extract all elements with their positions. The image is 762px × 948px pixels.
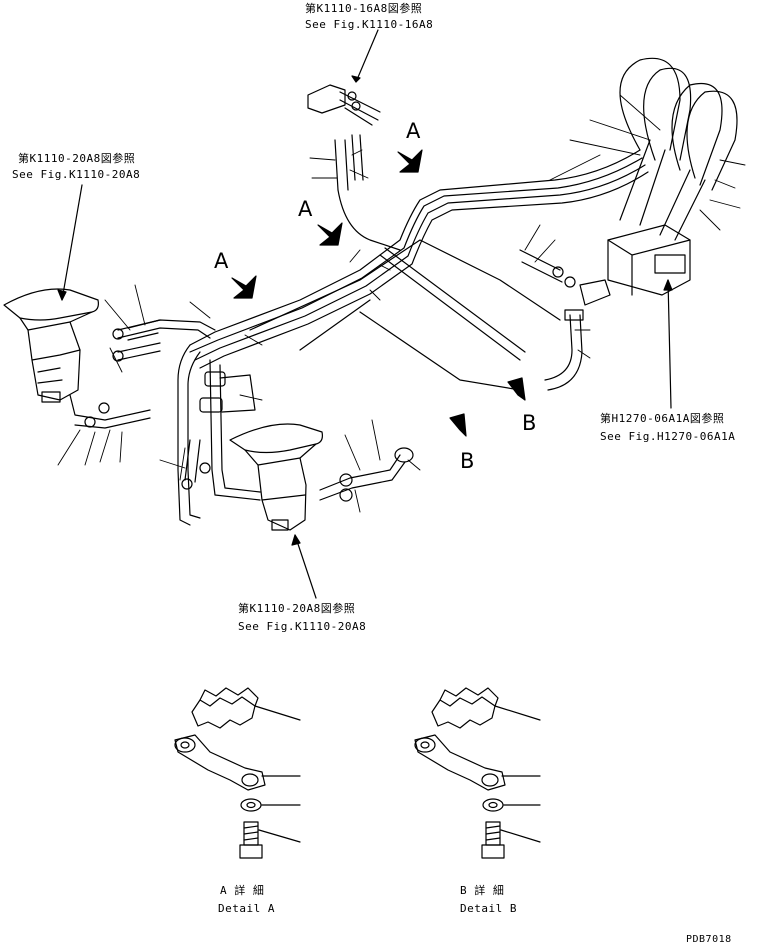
top-reference-en: See Fig.K1110-16A8 <box>305 18 434 31</box>
right-mid-fittings <box>519 249 611 391</box>
return-pipe <box>249 239 561 391</box>
right-reference-en: See Fig.H1270-06A1A <box>600 430 736 443</box>
left-reference-en: See Fig.K1110-20A8 <box>12 168 141 181</box>
view-callout-a-top: A <box>406 119 421 143</box>
lower-pipe-run <box>177 344 261 526</box>
left-reference-jp: 第K1110-20A8図参照 <box>18 152 136 165</box>
part-leader-lines <box>57 94 746 513</box>
detail-b-drawing <box>414 687 541 859</box>
view-callout-a-middle: A <box>298 197 313 221</box>
detail-b-caption-jp: B 詳 細 <box>460 884 505 897</box>
bottom-pedal-valve <box>229 423 323 531</box>
view-callout-a-left: A <box>214 249 229 273</box>
detail-a-caption-en: Detail A <box>218 902 275 915</box>
right-hose-loops <box>619 57 738 241</box>
view-callout-b-left: B <box>460 449 475 473</box>
view-callout-b-right: B <box>522 411 537 435</box>
right-valve-block <box>607 224 691 296</box>
top-fitting-block <box>307 84 401 251</box>
detail-a-drawing <box>174 687 301 859</box>
right-reference-jp: 第H1270-06A1A図参照 <box>600 412 725 425</box>
top-reference-jp: 第K1110-16A8図参照 <box>305 2 423 15</box>
left-pedal-valve <box>3 288 99 403</box>
reference-leaders <box>57 29 673 599</box>
drawing-number: PDB7018 <box>686 934 732 945</box>
bottom-reference-jp: 第K1110-20A8図参照 <box>238 602 356 615</box>
detail-a-caption-jp: A 詳 細 <box>220 884 265 897</box>
bottom-reference-en: See Fig.K1110-20A8 <box>238 620 367 633</box>
main-pipe-bundle <box>189 149 649 369</box>
view-arrows <box>231 149 526 437</box>
detail-b-caption-en: Detail B <box>460 902 517 915</box>
left-hose-fittings <box>69 319 216 429</box>
bottom-hose-fittings <box>181 439 414 502</box>
